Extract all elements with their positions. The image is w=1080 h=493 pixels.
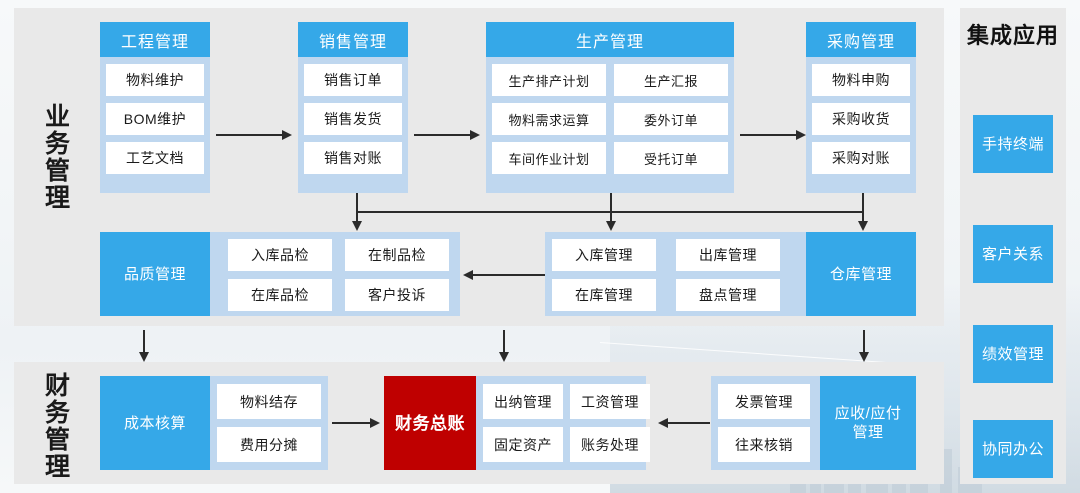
group-header-cost[interactable]: 成本核算 — [100, 376, 210, 470]
integration-item-oa[interactable]: 协同办公 — [973, 420, 1053, 478]
arrow-engineering-to-sales-head — [282, 130, 292, 140]
cell-receivable-0[interactable]: 发票管理 — [718, 384, 810, 419]
arrow-warehouse-to-quality-line — [473, 274, 545, 276]
cell-warehouse-0[interactable]: 入库管理 — [552, 239, 656, 271]
arrow-warehouse-to-quality-head — [463, 270, 473, 280]
arrowhead-mid-to-ledger — [499, 352, 509, 362]
cell-ledger-2[interactable]: 固定资产 — [483, 427, 563, 462]
cell-engineering-0[interactable]: 物料维护 — [106, 64, 204, 96]
cell-engineering-1[interactable]: BOM维护 — [106, 103, 204, 135]
connector-mid-to-ledger — [503, 330, 505, 354]
arrow-receivable-to-ledger-line — [668, 422, 710, 424]
cell-warehouse-1[interactable]: 出库管理 — [676, 239, 780, 271]
connector-purchase-down-stem — [862, 193, 864, 211]
cell-ledger-3[interactable]: 账务处理 — [570, 427, 650, 462]
cell-production-3[interactable]: 委外订单 — [614, 103, 728, 135]
cell-cost-1[interactable]: 费用分摊 — [217, 427, 321, 462]
cell-ledger-0[interactable]: 出纳管理 — [483, 384, 563, 419]
group-header-ledger[interactable]: 财务总账 — [384, 376, 476, 470]
arrow-cost-to-ledger-line — [332, 422, 370, 424]
cell-sales-1[interactable]: 销售发货 — [304, 103, 402, 135]
cell-purchase-0[interactable]: 物料申购 — [812, 64, 910, 96]
cell-purchase-2[interactable]: 采购对账 — [812, 142, 910, 174]
connector-warehouse-to-receivable — [863, 330, 865, 354]
group-header-receivable[interactable]: 应收/应付管理 — [820, 376, 916, 470]
group-header-engineering[interactable]: 工程管理 — [100, 22, 210, 57]
arrowhead-down-warehouse-right — [858, 221, 868, 231]
arrow-sales-to-production-head — [470, 130, 480, 140]
cell-warehouse-3[interactable]: 盘点管理 — [676, 279, 780, 311]
group-header-sales[interactable]: 销售管理 — [298, 22, 408, 57]
cell-purchase-1[interactable]: 采购收货 — [812, 103, 910, 135]
cell-production-0[interactable]: 生产排产计划 — [492, 64, 606, 96]
arrowhead-down-quality — [352, 221, 362, 231]
integration-item-crm[interactable]: 客户关系 — [973, 225, 1053, 283]
connector-sales-down-stem — [356, 193, 358, 211]
group-header-production[interactable]: 生产管理 — [486, 22, 734, 57]
cell-production-5[interactable]: 受托订单 — [614, 142, 728, 174]
cell-engineering-2[interactable]: 工艺文档 — [106, 142, 204, 174]
arrow-engineering-to-sales-line — [216, 134, 282, 136]
connector-down-quality — [356, 211, 358, 223]
cell-cost-0[interactable]: 物料结存 — [217, 384, 321, 419]
cell-quality-2[interactable]: 在库品检 — [228, 279, 332, 311]
connector-down-warehouse-right — [862, 211, 864, 223]
cell-sales-0[interactable]: 销售订单 — [304, 64, 402, 96]
integration-title: 集成应用 — [966, 23, 1059, 48]
business-row-label: 业务管理 — [44, 103, 71, 212]
cell-production-4[interactable]: 车间作业计划 — [492, 142, 606, 174]
cell-quality-0[interactable]: 入库品检 — [228, 239, 332, 271]
arrow-cost-to-ledger-head — [370, 418, 380, 428]
cell-quality-1[interactable]: 在制品检 — [345, 239, 449, 271]
integration-item-performance[interactable]: 绩效管理 — [973, 325, 1053, 383]
cell-sales-2[interactable]: 销售对账 — [304, 142, 402, 174]
cell-quality-3[interactable]: 客户投诉 — [345, 279, 449, 311]
arrow-sales-to-production-line — [414, 134, 470, 136]
arrowhead-warehouse-to-receivable — [859, 352, 869, 362]
connector-production-down-stem — [610, 193, 612, 211]
group-header-purchase[interactable]: 采购管理 — [806, 22, 916, 57]
integration-item-handheld[interactable]: 手持终端 — [973, 115, 1053, 173]
cell-production-1[interactable]: 生产汇报 — [614, 64, 728, 96]
group-header-warehouse[interactable]: 仓库管理 — [806, 232, 916, 316]
arrow-receivable-to-ledger-head — [658, 418, 668, 428]
finance-row-label: 财务管理 — [44, 372, 71, 481]
connector-down-warehouse-mid — [610, 211, 612, 223]
arrowhead-down-warehouse-mid — [606, 221, 616, 231]
arrow-production-to-purchase-head — [796, 130, 806, 140]
cell-warehouse-2[interactable]: 在库管理 — [552, 279, 656, 311]
cell-ledger-1[interactable]: 工资管理 — [570, 384, 650, 419]
arrowhead-quality-to-cost — [139, 352, 149, 362]
group-header-quality[interactable]: 品质管理 — [100, 232, 210, 316]
arrow-production-to-purchase-line — [740, 134, 796, 136]
cell-production-2[interactable]: 物料需求运算 — [492, 103, 606, 135]
connector-quality-to-cost — [143, 330, 145, 354]
cell-receivable-1[interactable]: 往来核销 — [718, 427, 810, 462]
